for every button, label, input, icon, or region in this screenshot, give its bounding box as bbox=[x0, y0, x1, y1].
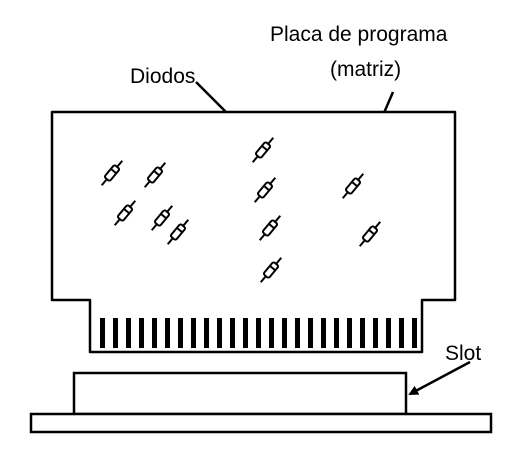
connector-finger bbox=[139, 318, 144, 348]
diodes-label: Diodos bbox=[130, 65, 195, 88]
program-board-label: Placa de programa bbox=[270, 23, 448, 46]
diode-component bbox=[341, 173, 365, 199]
connector-finger bbox=[100, 318, 105, 348]
connector-finger bbox=[347, 318, 352, 348]
connector-finger bbox=[243, 318, 248, 348]
slot-pointer-arrow bbox=[408, 360, 471, 396]
diode-component bbox=[358, 221, 382, 247]
diode-matrix bbox=[100, 137, 382, 283]
connector-finger bbox=[334, 318, 339, 348]
connector-finger bbox=[308, 318, 313, 348]
program-board-sublabel: (matriz) bbox=[330, 58, 401, 81]
connector-finger bbox=[204, 318, 209, 348]
connector-finger bbox=[399, 318, 404, 348]
connector-finger bbox=[126, 318, 131, 348]
connector-finger bbox=[165, 318, 170, 348]
slot-label: Slot bbox=[445, 342, 481, 365]
diode-component bbox=[113, 200, 137, 226]
connector-finger bbox=[373, 318, 378, 348]
diode-component bbox=[100, 160, 124, 186]
program-board bbox=[50, 110, 457, 354]
connector-finger bbox=[412, 318, 417, 348]
connector-finger bbox=[230, 318, 235, 348]
connector-finger bbox=[217, 318, 222, 348]
diode-component bbox=[253, 177, 277, 203]
slot-connector bbox=[72, 371, 408, 416]
connector-finger bbox=[386, 318, 391, 348]
diode-component bbox=[166, 219, 190, 245]
diode-component bbox=[258, 215, 282, 241]
connector-finger bbox=[113, 318, 118, 348]
connector-finger bbox=[178, 318, 183, 348]
diode-component bbox=[150, 205, 174, 231]
diode-component bbox=[143, 162, 167, 188]
diode-component bbox=[251, 137, 275, 163]
connector-finger bbox=[360, 318, 365, 348]
connector-finger bbox=[295, 318, 300, 348]
base-board bbox=[29, 412, 493, 434]
connector-finger bbox=[191, 318, 196, 348]
connector-finger bbox=[269, 318, 274, 348]
connector-finger bbox=[256, 318, 261, 348]
connector-finger bbox=[321, 318, 326, 348]
connector-finger bbox=[282, 318, 287, 348]
edge-connector-contacts bbox=[100, 318, 417, 348]
connector-finger bbox=[152, 318, 157, 348]
diode-component bbox=[259, 257, 283, 283]
